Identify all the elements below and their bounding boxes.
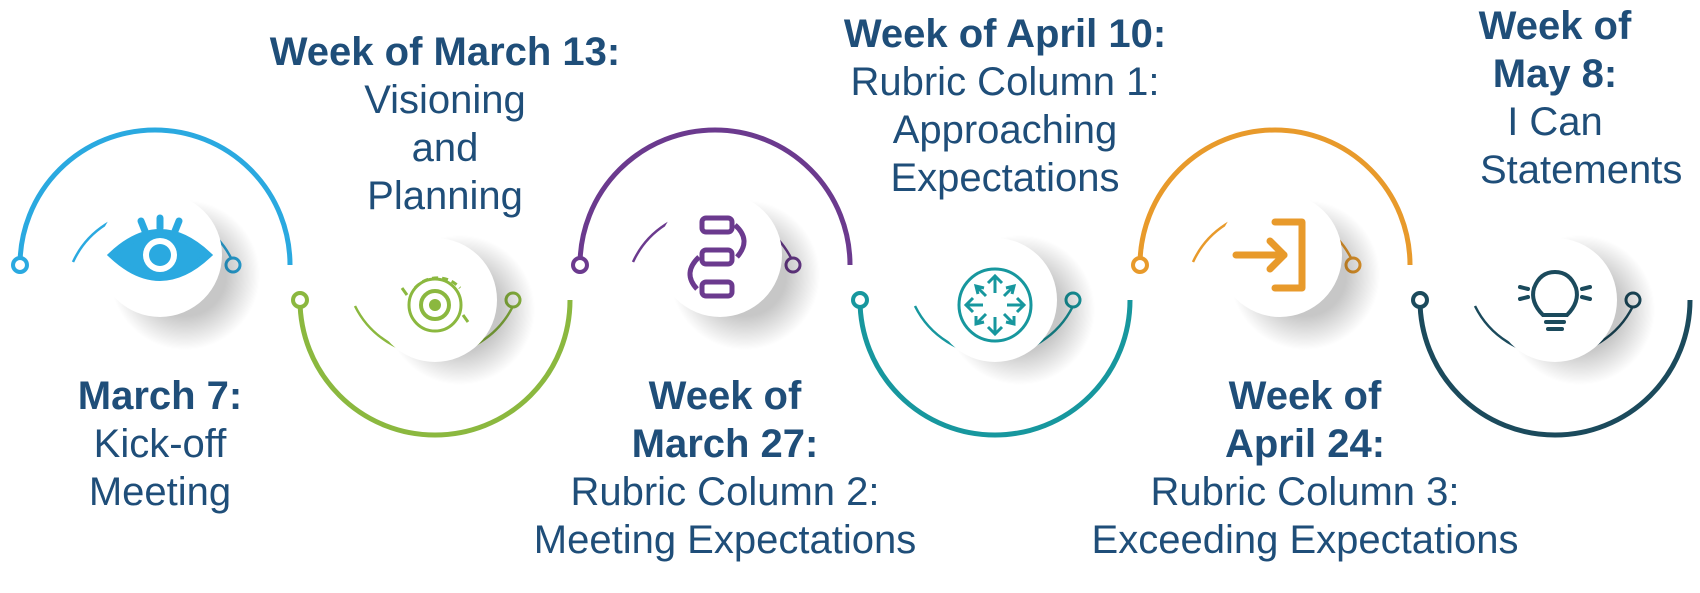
eye-icon: [106, 214, 214, 281]
milestone-1-desc: Kick-off Meeting: [88, 422, 232, 514]
milestone-1-label: March 7: Kick-off Meeting: [40, 372, 280, 516]
gear-cycle-icon: [400, 276, 470, 333]
milestone-5-graphic: [1131, 127, 1413, 350]
milestone-3-graphic: [571, 127, 853, 350]
milestone-2-graphic: [291, 235, 573, 438]
expand-arrows-icon: [957, 267, 1033, 343]
milestone-5-desc: Rubric Column 3: Exceeding Expectations: [1091, 470, 1519, 562]
milestone-6-desc: I Can Statements: [1480, 100, 1683, 192]
milestone-6-graphic: [1411, 235, 1693, 438]
lightbulb-icon: [1518, 269, 1592, 331]
process-flow-icon: [687, 215, 747, 299]
milestone-2-desc: Visioning and Planning: [364, 78, 526, 218]
milestone-3-label: Week of March 27: Rubric Column 2: Meeti…: [505, 372, 945, 564]
milestone-5-date: Week of April 24:: [1224, 374, 1386, 466]
milestone-4-label: Week of April 10: Rubric Column 1: Appro…: [815, 10, 1195, 202]
milestone-6-date: Week of May 8:: [1478, 4, 1632, 96]
sign-in-icon: [1232, 218, 1306, 292]
milestone-1-date: March 7:: [77, 374, 243, 418]
milestone-3-desc: Rubric Column 2: Meeting Expectations: [533, 470, 917, 562]
milestone-2-label: Week of March 13: Visioning and Planning: [245, 28, 645, 220]
milestone-4-desc: Rubric Column 1: Approaching Expectation…: [850, 60, 1160, 200]
milestone-4-graphic: [851, 235, 1133, 438]
milestone-6-label: Week of May 8: I Can Statements: [1430, 2, 1683, 194]
milestone-2-date: Week of March 13:: [269, 30, 621, 74]
milestone-5-label: Week of April 24: Rubric Column 3: Excee…: [1070, 372, 1540, 564]
milestone-4-date: Week of April 10:: [843, 12, 1167, 56]
milestone-3-date: Week of March 27:: [631, 374, 819, 466]
milestone-1-graphic: [11, 127, 293, 350]
